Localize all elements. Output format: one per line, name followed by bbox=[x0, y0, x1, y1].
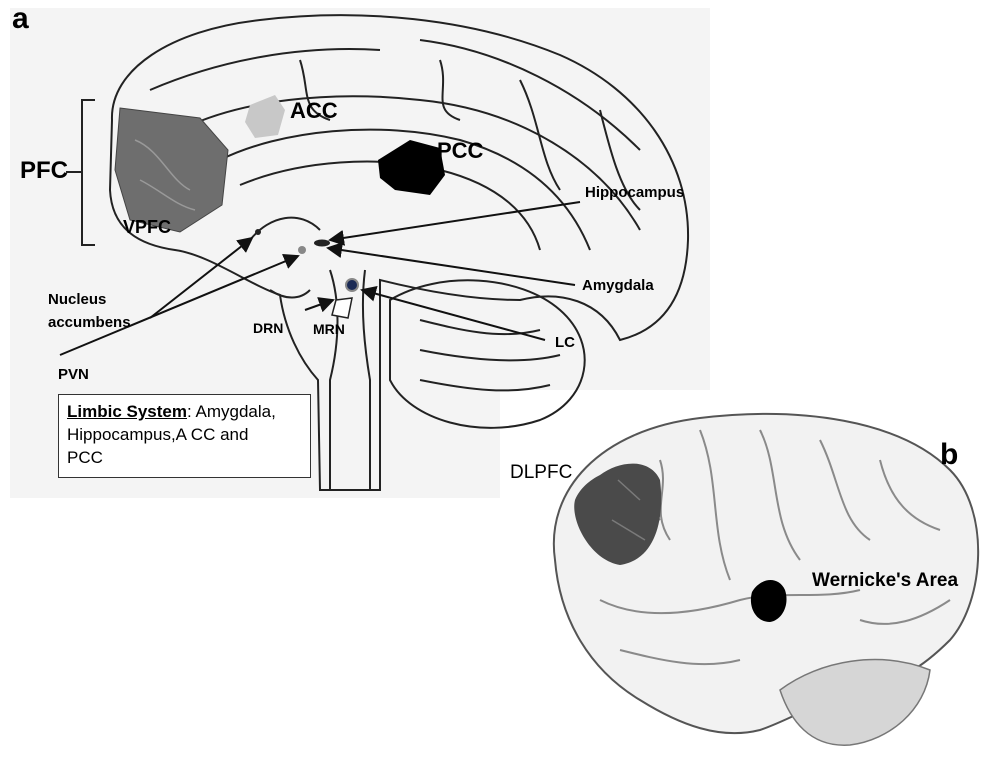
limbic-line1: : Amygdala, bbox=[187, 402, 276, 421]
label-pcc: PCC bbox=[437, 138, 483, 163]
limbic-line2: Hippocampus,A CC and bbox=[67, 425, 248, 444]
label-mrn: MRN bbox=[313, 321, 345, 337]
label-drn: DRN bbox=[253, 320, 283, 336]
mrn-marker bbox=[332, 298, 352, 318]
label-pvn: PVN bbox=[58, 366, 89, 383]
limbic-title: Limbic System bbox=[67, 402, 187, 421]
label-nucleus: Nucleus bbox=[48, 291, 106, 308]
panel-letter-a: a bbox=[12, 4, 29, 34]
limbic-system-box: Limbic System: Amygdala, Hippocampus,A C… bbox=[58, 394, 311, 478]
panel-letter-b: b bbox=[940, 440, 958, 470]
label-lc: LC bbox=[555, 334, 575, 351]
label-dlpfc: DLPFC bbox=[510, 462, 572, 484]
label-acc: ACC bbox=[290, 98, 338, 123]
label-hippocampus: Hippocampus bbox=[585, 184, 684, 201]
label-pfc: PFC bbox=[20, 157, 68, 185]
limbic-line3: PCC bbox=[67, 448, 103, 467]
label-vpfc: VPFC bbox=[123, 217, 171, 238]
label-wernicke: Wernicke's Area bbox=[812, 570, 958, 592]
amygdala-marker bbox=[314, 240, 330, 247]
pvn-dot bbox=[298, 246, 306, 254]
lc-marker bbox=[346, 279, 358, 291]
nucleus-accumbens-dot bbox=[255, 229, 261, 235]
label-amygdala: Amygdala bbox=[582, 277, 654, 294]
label-accumbens: accumbens bbox=[48, 314, 131, 331]
